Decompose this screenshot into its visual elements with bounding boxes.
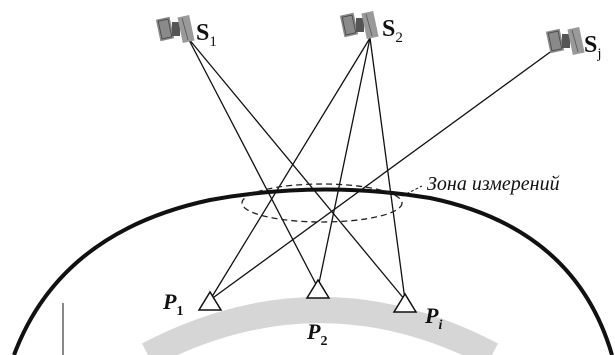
triangle-marker-icon <box>197 290 223 311</box>
station-letter: P <box>306 319 321 344</box>
zone-leader-line <box>401 185 423 197</box>
satellite-s2: S2 <box>339 11 403 46</box>
ray-sj-p1 <box>209 49 554 301</box>
satellite-icon <box>545 27 585 55</box>
satellite-letter: S <box>584 32 597 58</box>
station-pi: Pi <box>392 292 442 333</box>
earth-surface-band <box>141 297 499 355</box>
satellite-icon <box>155 15 195 43</box>
station-subscript: 2 <box>320 334 327 349</box>
station-subscript: i <box>438 318 442 333</box>
station-letter: P <box>424 303 439 328</box>
measurement-zone-ellipse <box>241 183 403 223</box>
zone-label: Зона измерений <box>427 173 560 195</box>
svg-text:Sj: Sj <box>584 32 602 62</box>
satellite-subscript: 1 <box>209 34 217 50</box>
svg-text:P1: P1 <box>162 289 183 319</box>
satellite-letter: S <box>382 16 395 42</box>
triangle-marker-icon <box>305 278 331 299</box>
station-subscript: 1 <box>176 304 183 319</box>
satellite-subscript: j <box>596 46 601 62</box>
satellite-letter: S <box>196 20 209 46</box>
ray-s2-pi <box>369 37 406 301</box>
satellite-s1: S1 <box>155 15 217 50</box>
svg-text:S1: S1 <box>196 20 217 50</box>
ray-s2-p2 <box>317 37 371 289</box>
station-letter: P <box>162 289 177 314</box>
ray-s1-pi <box>187 37 406 301</box>
triangle-marker-icon <box>392 292 418 313</box>
signal-rays <box>187 37 554 301</box>
satellite-sj: Sj <box>545 27 602 62</box>
station-p1: P1 <box>162 289 223 319</box>
station-p2: P2 <box>305 278 331 349</box>
ray-s2-p1 <box>209 37 371 301</box>
satellite-icon <box>339 11 379 39</box>
svg-text:Pi: Pi <box>424 303 442 333</box>
svg-text:P2: P2 <box>306 319 327 349</box>
ionosphere-layer-arc <box>12 187 614 355</box>
satellite-subscript: 2 <box>395 30 403 46</box>
ray-s1-p2 <box>187 37 319 289</box>
svg-text:S2: S2 <box>382 16 403 46</box>
